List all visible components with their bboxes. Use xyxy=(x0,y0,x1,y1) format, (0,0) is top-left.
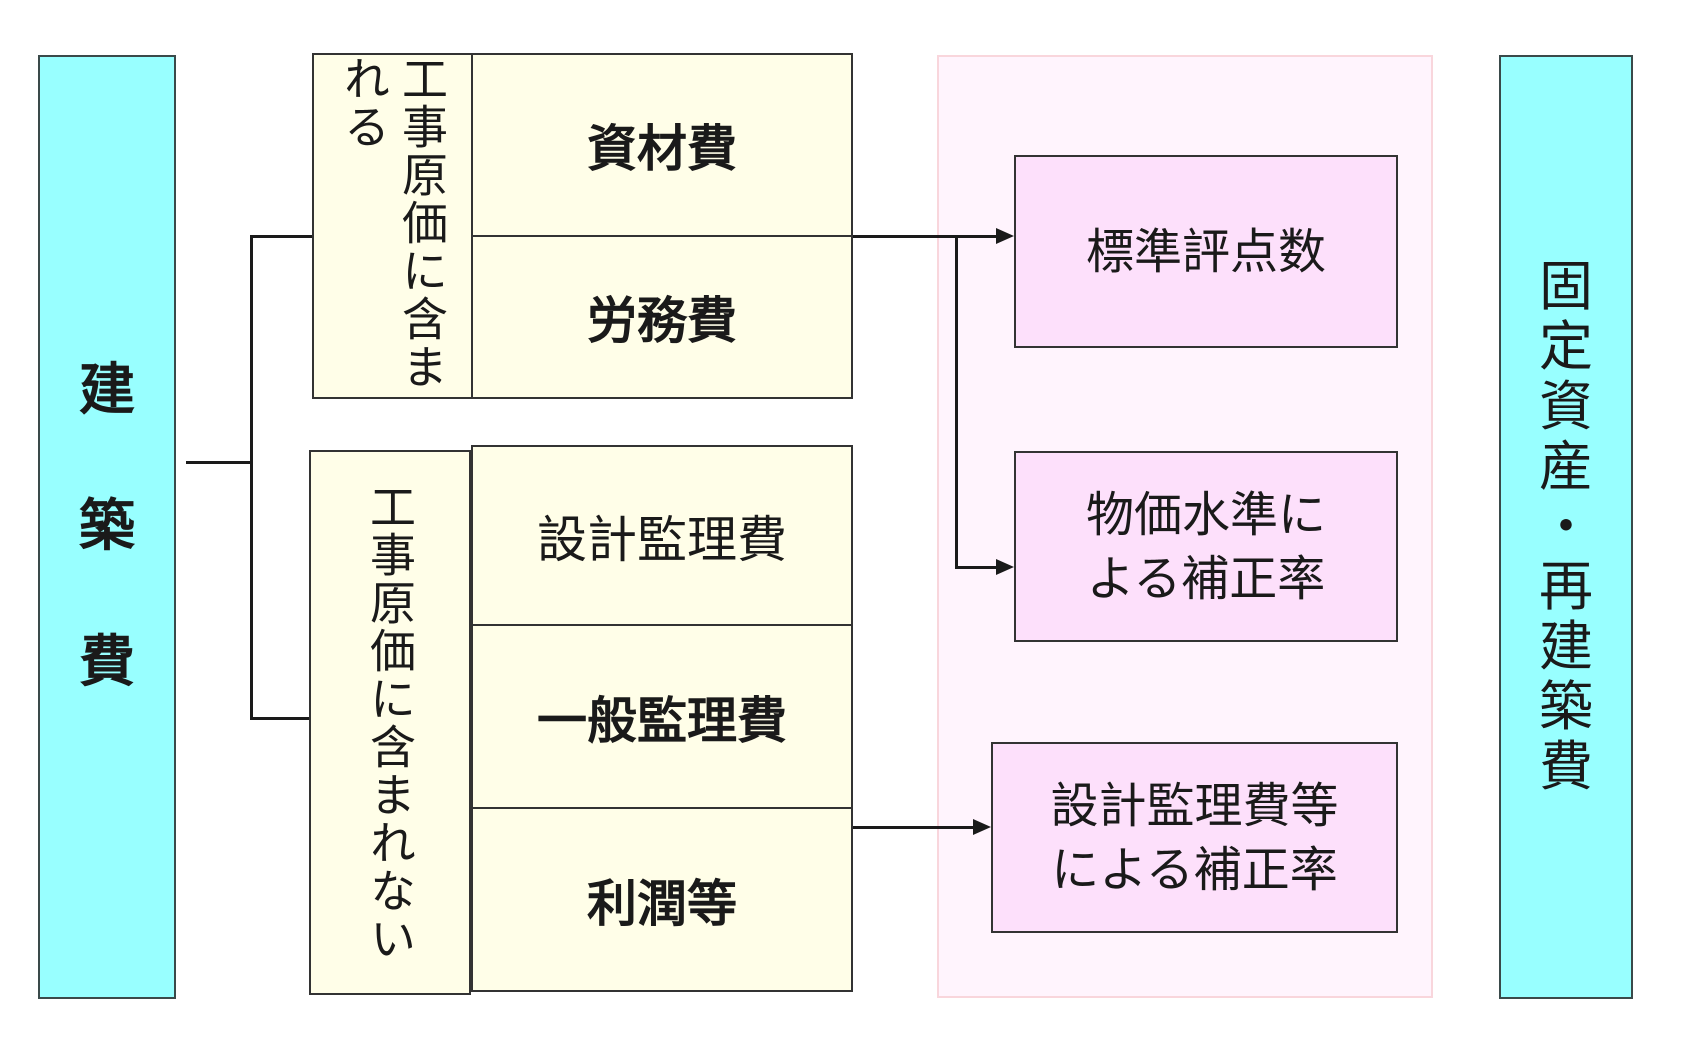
item-general-management-cost: 一般監理費 xyxy=(471,624,853,809)
factor-line: による補正率 xyxy=(1051,841,1338,898)
excluded-group-label: 工事原価に含まれない xyxy=(309,450,471,995)
construction-cost-char: 築 xyxy=(79,494,135,559)
connector-stub xyxy=(186,461,252,464)
item-profit-etc: 利潤等 xyxy=(471,807,853,992)
connector-to-included xyxy=(250,235,312,238)
rebuild-cost-char: 費 xyxy=(1539,735,1593,798)
included-group-label: 工事原価に含まれる xyxy=(312,53,474,399)
factor-design-supervision-correction: 設計監理費等 による補正率 xyxy=(991,742,1398,933)
factor-standard-score: 標準評点数 xyxy=(1014,155,1398,348)
construction-cost-char: 建 xyxy=(79,358,135,423)
item-materials-cost: 資材費 xyxy=(471,53,853,237)
rebuild-cost-char: 建 xyxy=(1539,615,1593,678)
rebuild-cost-char: 築 xyxy=(1539,675,1593,738)
rebuild-cost-char: 定 xyxy=(1539,315,1593,378)
arrow-line-to-price-level xyxy=(955,566,998,569)
arrow-head-icon xyxy=(996,559,1014,575)
arrow-branch-vertical xyxy=(955,235,958,569)
rebuild-cost-char: ・ xyxy=(1539,495,1593,558)
arrow-head-icon xyxy=(973,819,991,835)
factor-line: 物価水準に xyxy=(1085,486,1326,543)
connector-trunk xyxy=(250,235,253,720)
factor-line: 標準評点数 xyxy=(1085,223,1326,280)
construction-cost-char: 費 xyxy=(79,630,135,695)
arrow-head-icon xyxy=(996,228,1014,244)
factor-line: 設計監理費等 xyxy=(1050,777,1339,834)
construction-cost-column: 建 築 費 xyxy=(38,55,176,999)
rebuild-cost-char: 再 xyxy=(1539,555,1593,618)
factor-line: よる補正率 xyxy=(1086,550,1326,607)
item-design-supervision-cost: 設計監理費 xyxy=(471,445,853,626)
arrow-line-to-design-correction xyxy=(853,826,975,829)
fixed-asset-rebuild-cost-column: 固 定 資 産 ・ 再 建 築 費 xyxy=(1499,55,1633,999)
rebuild-cost-char: 資 xyxy=(1539,375,1593,438)
rebuild-cost-char: 固 xyxy=(1539,255,1593,318)
rebuild-cost-char: 産 xyxy=(1539,435,1593,498)
connector-to-excluded xyxy=(250,717,310,720)
item-labor-cost: 労務費 xyxy=(471,235,853,399)
factor-price-level-correction: 物価水準に よる補正率 xyxy=(1014,451,1398,642)
arrow-line-to-standard-score xyxy=(853,235,998,238)
